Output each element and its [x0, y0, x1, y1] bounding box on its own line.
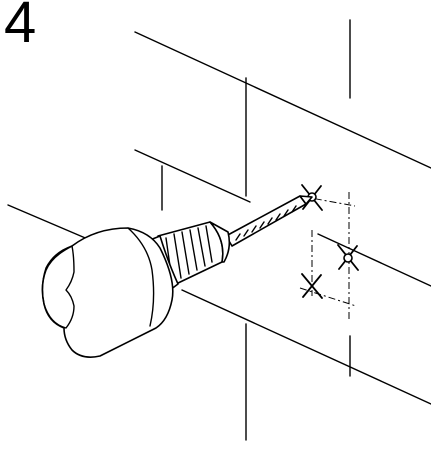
drill-body-seam: [127, 227, 155, 327]
step-number: 4: [4, 0, 37, 55]
grout-line-upper-mid: [134, 149, 251, 203]
guide-top: [299, 195, 356, 207]
grout-line-left: [7, 204, 91, 241]
hole-marks: [301, 184, 359, 299]
grout-line-top: [134, 31, 431, 169]
tile-wall: [7, 19, 431, 441]
drill-body: [41, 227, 174, 358]
drill-bit: [225, 195, 313, 247]
hole-mark-right: [337, 244, 359, 271]
grout-line-upper-mid-right: [317, 233, 431, 287]
guide-bottom: [299, 287, 357, 307]
drill-body-left-cap: [41, 245, 75, 329]
hole-mark-bottom: [301, 273, 323, 299]
grout-line-lower-mid: [181, 289, 431, 405]
